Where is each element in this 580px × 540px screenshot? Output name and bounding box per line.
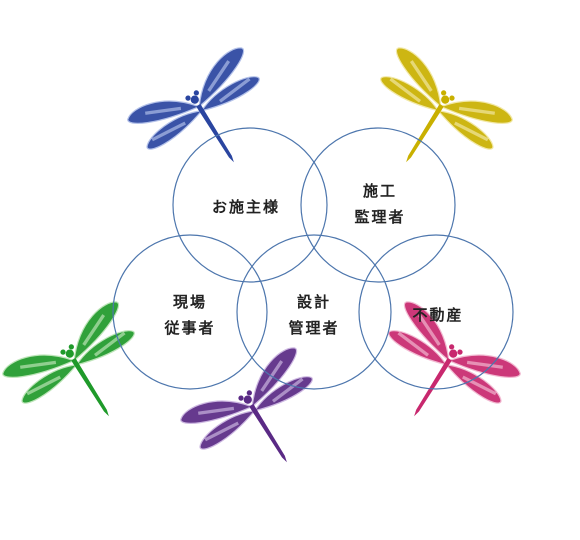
dragonfly-purple-icon <box>180 347 313 463</box>
label-supervisor-line1: 施工 <box>363 182 397 200</box>
label-designer-line2: 管理者 <box>288 319 339 337</box>
label-designer-line1: 設計 <box>297 293 331 311</box>
label-realestate: 不動産 <box>412 306 463 324</box>
label-supervisor-line2: 監理者 <box>354 208 405 226</box>
circle-designer <box>236 234 392 390</box>
venn-labels: お施主様 施工 監理者 現場 従事者 設計 管理者 不動産 <box>163 182 463 337</box>
circle-owner <box>172 127 328 283</box>
dragonfly-yellow-icon <box>380 47 513 163</box>
circle-realestate <box>358 234 514 390</box>
label-workers-line2: 従事者 <box>163 319 215 337</box>
circle-workers <box>112 234 268 390</box>
dragonfly-blue-icon <box>127 47 260 163</box>
dragonfly-green-icon <box>2 301 135 417</box>
circle-supervisor <box>300 127 456 283</box>
label-workers-line1: 現場 <box>173 293 207 311</box>
venn-circles <box>112 127 514 390</box>
label-owner: お施主様 <box>212 198 280 216</box>
dragonfly-pink-icon <box>388 301 521 417</box>
